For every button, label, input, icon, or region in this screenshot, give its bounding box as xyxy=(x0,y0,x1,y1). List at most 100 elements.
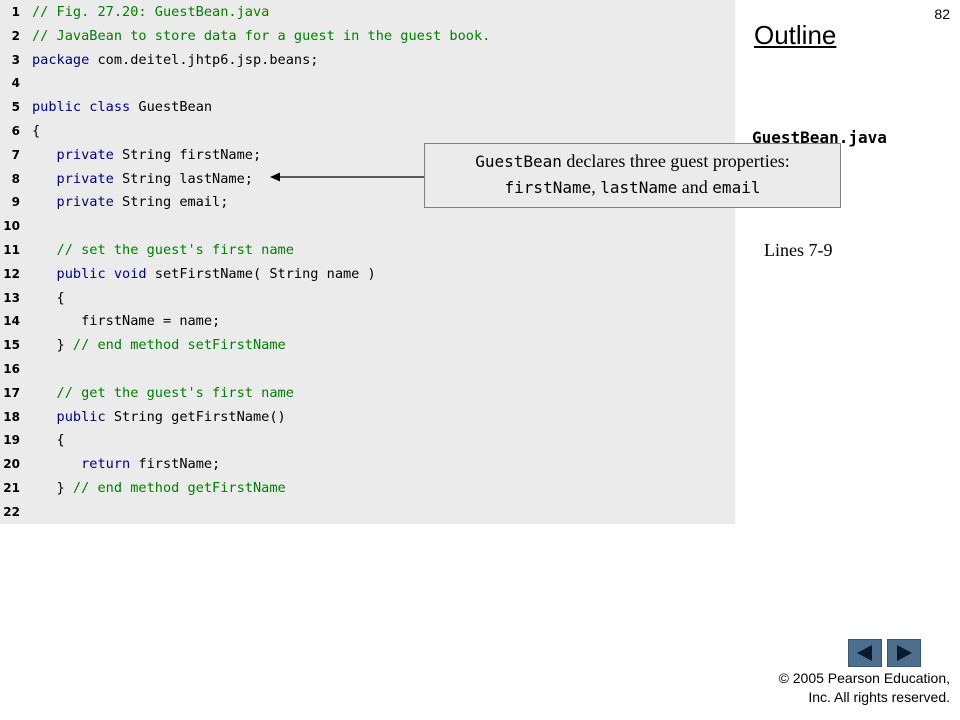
code-token: { xyxy=(32,123,41,139)
code-keyword: private xyxy=(32,170,114,187)
code-comment: // end method getFirstName xyxy=(72,480,286,496)
line-number: 6 xyxy=(11,124,20,138)
code-line: 22 xyxy=(0,500,735,524)
next-slide-button[interactable] xyxy=(887,639,921,667)
code-text: private String email; xyxy=(32,190,229,214)
code-text: private String firstName; xyxy=(32,143,262,167)
triangle-left-icon xyxy=(857,645,872,661)
code-text: // Fig. 27.20: GuestBean.java xyxy=(32,0,269,24)
code-line: 16 xyxy=(0,357,735,381)
slide-number: 82 xyxy=(934,6,950,22)
line-number: 3 xyxy=(11,52,20,67)
code-keyword: private xyxy=(32,146,114,163)
code-keyword: public class xyxy=(32,99,131,116)
code-token: GuestBean xyxy=(130,99,213,116)
code-keyword: return xyxy=(32,456,131,473)
code-keyword: package xyxy=(32,51,90,68)
code-text: { xyxy=(32,286,65,310)
line-number: 10 xyxy=(3,219,20,234)
code-line: 20 return firstName; xyxy=(0,452,735,476)
code-text: firstName = name; xyxy=(32,309,220,333)
line-number: 17 xyxy=(3,385,20,400)
line-number: 2 xyxy=(11,28,20,43)
line-number: 22 xyxy=(3,504,20,519)
code-token: } xyxy=(32,337,73,354)
callout-line-2: firstName, lastName and email xyxy=(425,174,840,200)
code-line: 9 private String email; xyxy=(0,190,735,214)
line-number: 12 xyxy=(3,266,20,281)
code-text: return firstName; xyxy=(32,452,220,476)
callout-class-name: GuestBean xyxy=(475,152,562,171)
code-line: 12 public void setFirstName( String name… xyxy=(0,262,735,286)
outline-title[interactable]: Outline xyxy=(754,20,837,50)
callout-property-email: email xyxy=(712,178,761,197)
callout-box: GuestBean declares three guest propertie… xyxy=(424,143,841,208)
line-number: 15 xyxy=(3,338,20,353)
callout-property-lastname: lastName xyxy=(600,178,678,197)
copyright-line-1: © 2005 Pearson Education, xyxy=(778,670,950,686)
code-line: 14 firstName = name; xyxy=(0,309,735,333)
code-text: public String getFirstName() xyxy=(32,405,286,429)
code-token: String lastName; xyxy=(113,170,253,187)
code-text: public class GuestBean xyxy=(32,95,212,119)
line-number: 9 xyxy=(11,195,20,210)
code-line: 13 { xyxy=(0,286,735,310)
copyright-line-2: Inc. All rights reserved. xyxy=(808,689,950,705)
code-text: public void setFirstName( String name ) xyxy=(32,262,376,286)
triangle-right-icon xyxy=(897,645,912,661)
previous-slide-button[interactable] xyxy=(848,639,882,667)
lines-label: Lines 7-9 xyxy=(764,240,833,260)
code-line: 10 xyxy=(0,214,735,238)
code-token: { xyxy=(32,432,65,449)
line-number: 8 xyxy=(11,171,20,186)
code-token: String getFirstName() xyxy=(105,408,286,425)
code-comment: // JavaBean to store data for a guest in… xyxy=(32,27,491,44)
code-text: // get the guest's first name xyxy=(32,381,294,405)
code-comment: // get the guest's first name xyxy=(32,384,294,401)
callout-description: declares three guest properties: xyxy=(561,151,790,171)
line-number: 18 xyxy=(3,409,20,424)
line-number: 7 xyxy=(11,147,20,162)
code-line: 21 } // end method getFirstName xyxy=(0,476,735,500)
copyright-notice: © 2005 Pearson Education, Inc. All right… xyxy=(779,669,950,707)
line-number: 20 xyxy=(3,457,20,472)
code-line: 17 // get the guest's first name xyxy=(0,381,735,405)
line-number: 16 xyxy=(3,362,20,376)
code-token: firstName; xyxy=(130,456,221,473)
line-number: 4 xyxy=(11,76,20,91)
code-line: 15 } // end method setFirstName xyxy=(0,333,735,357)
line-number: 13 xyxy=(3,290,20,305)
code-text: // JavaBean to store data for a guest in… xyxy=(32,24,490,48)
callout-property-firstname: firstName xyxy=(504,178,592,197)
code-token: { xyxy=(32,289,65,306)
line-number: 11 xyxy=(3,243,20,257)
code-keyword: public void xyxy=(32,265,147,282)
code-token: } xyxy=(32,480,73,496)
code-text: { xyxy=(32,119,40,143)
code-line: 18 public String getFirstName() xyxy=(0,405,735,429)
code-line: 11 // set the guest's first name xyxy=(0,238,735,262)
code-text: package com.deitel.jhtp6.jsp.beans; xyxy=(32,48,318,72)
code-comment: // end method setFirstName xyxy=(72,337,286,354)
line-number: 14 xyxy=(3,314,20,329)
code-line: 8 private String lastName; xyxy=(0,167,735,191)
code-line: 3 package com.deitel.jhtp6.jsp.beans; xyxy=(0,48,735,72)
code-keyword: private xyxy=(32,194,114,211)
code-comment: // set the guest's first name xyxy=(32,242,294,258)
code-line: 7 private String firstName; xyxy=(0,143,735,167)
callout-separator: , xyxy=(591,177,601,197)
code-text: { xyxy=(32,428,65,452)
code-text: private String lastName; xyxy=(32,167,253,191)
line-number: 21 xyxy=(3,481,20,495)
code-line: 6{ xyxy=(0,119,735,143)
code-text: } // end method setFirstName xyxy=(32,333,286,357)
code-token: String firstName; xyxy=(113,146,262,163)
file-label: GuestBean.java xyxy=(752,128,887,147)
code-line: 4 xyxy=(0,71,735,95)
callout-and: and xyxy=(677,177,713,197)
code-token: com.deitel.jhtp6.jsp.beans; xyxy=(89,51,319,68)
code-line: 19 { xyxy=(0,428,735,452)
code-comment: // Fig. 27.20: GuestBean.java xyxy=(32,4,270,20)
